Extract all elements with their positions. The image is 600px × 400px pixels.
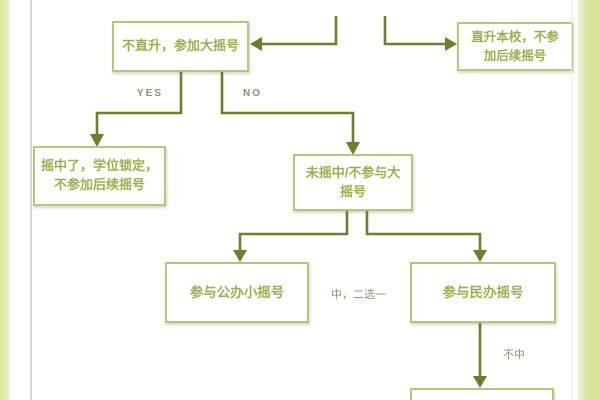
connector-public xyxy=(233,211,349,262)
connector-top-right xyxy=(383,16,457,51)
edge-label-win-choose: 中，二选一 xyxy=(331,289,386,301)
arrowhead-down-icon xyxy=(473,376,487,388)
arrowhead-down-icon xyxy=(90,134,104,147)
connector-line xyxy=(95,71,183,135)
node-no-direct: 不直升，参加大摇号 xyxy=(112,21,249,72)
edge-label-no: NO xyxy=(243,88,262,99)
connector-not-win xyxy=(473,323,487,388)
arrowhead-down-icon xyxy=(233,250,247,262)
connector-top-left xyxy=(250,16,338,51)
right-margin-bar xyxy=(578,0,600,400)
arrowhead-left-icon xyxy=(250,37,262,51)
connector-line xyxy=(365,211,482,251)
arrowhead-right-icon xyxy=(445,37,457,51)
left-margin-bar xyxy=(0,0,9,400)
connector-line xyxy=(220,71,355,143)
connector-private xyxy=(365,211,487,262)
page-right-edge-line xyxy=(571,0,572,400)
arrowhead-down-icon xyxy=(473,250,487,262)
node-not-won: 未摇中/不参与大摇号 xyxy=(293,154,413,211)
edge-label-yes: YES xyxy=(137,88,164,99)
edge-label-not-win: 不中 xyxy=(503,349,525,361)
connector-yes xyxy=(90,71,183,147)
connector-no xyxy=(220,71,360,155)
node-direct: 直升本校，不参加后续摇号 xyxy=(457,22,573,71)
node-won-locked: 摇中了，学位锁定，不参加后续摇号 xyxy=(33,146,166,206)
connector-line xyxy=(383,16,445,46)
connector-line xyxy=(238,211,349,251)
page-left-edge-line xyxy=(30,0,32,400)
node-private: 参与民办摇号 xyxy=(410,262,556,323)
node-public: 参与公办小摇号 xyxy=(165,262,309,323)
connector-line xyxy=(262,16,338,46)
node-bottom-partial xyxy=(410,388,554,400)
arrowhead-down-icon xyxy=(346,142,360,155)
